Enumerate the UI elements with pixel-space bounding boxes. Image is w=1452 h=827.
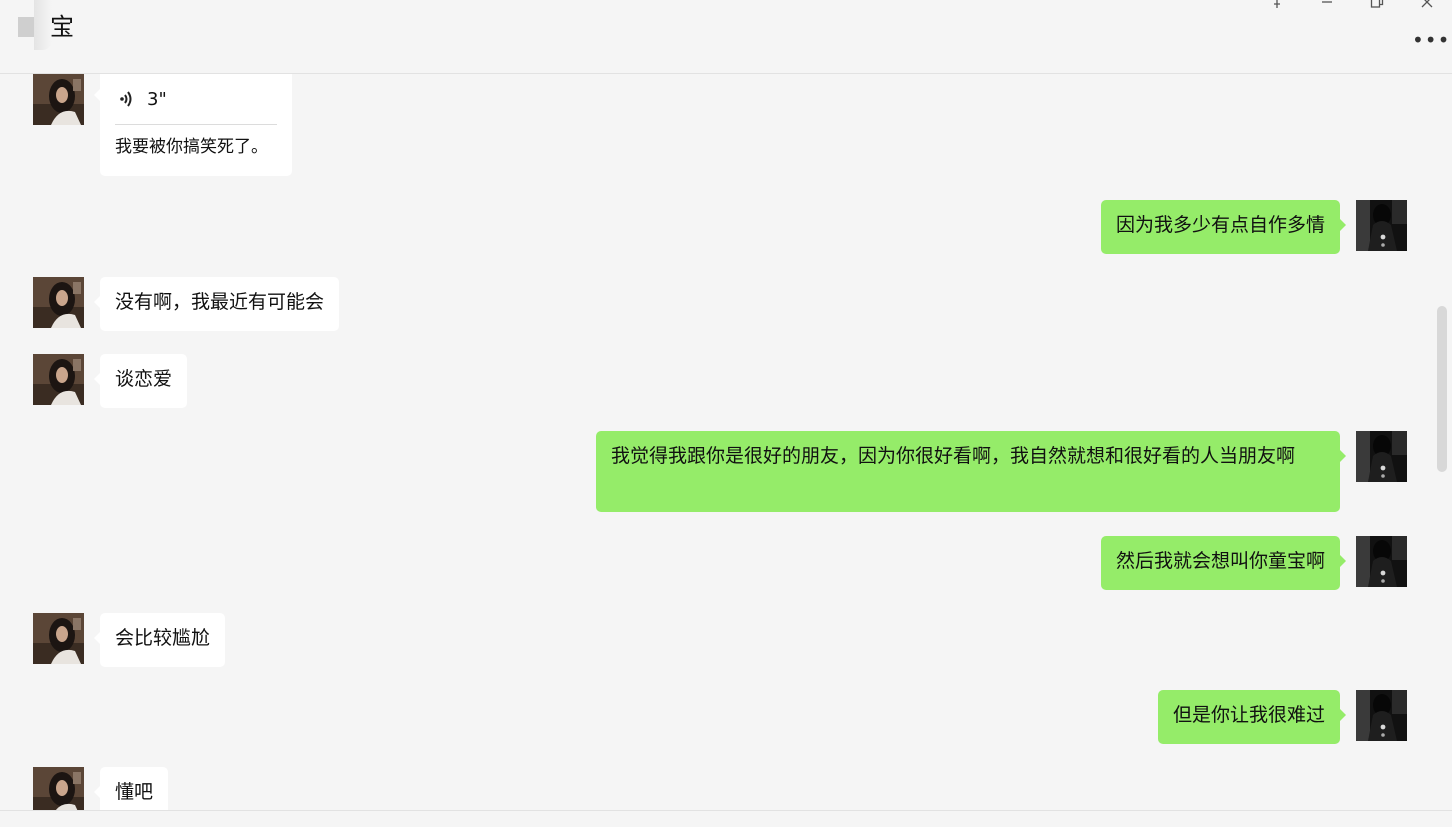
message-bubble-incoming[interactable]: 会比较尴尬: [93, 613, 226, 667]
message-text: 因为我多少有点自作多情: [1115, 214, 1325, 236]
pin-icon[interactable]: [1267, 0, 1287, 12]
voice-transcript: 我要被你搞笑死了。: [115, 137, 268, 157]
chat-scrollbar[interactable]: [1437, 306, 1447, 472]
message-text: 然后我就会想叫你童宝啊: [1115, 550, 1325, 572]
contact-avatar[interactable]: [33, 613, 84, 664]
message-text: 懂吧: [115, 781, 154, 803]
message-text: 谈恋爱: [115, 368, 173, 390]
message-bubble-incoming[interactable]: 谈恋爱: [93, 354, 188, 408]
my-avatar[interactable]: [1356, 200, 1407, 251]
voice-wave-icon: [120, 91, 132, 107]
chat-title: 宝: [50, 13, 74, 41]
contact-avatar[interactable]: [33, 277, 84, 328]
input-divider: [0, 810, 1452, 811]
message-bubble-incoming[interactable]: 懂吧: [93, 767, 169, 810]
chat-header: 宝 •••: [0, 0, 1452, 74]
my-avatar[interactable]: [1356, 431, 1407, 482]
message-bubble-outgoing[interactable]: 我觉得我跟你是很好的朋友，因为你很好看啊，我自然就想和很好看的人当朋友啊: [596, 431, 1346, 512]
message-bubble-incoming[interactable]: 没有啊，我最近有可能会: [93, 277, 340, 331]
message-list[interactable]: 3" 我要被你搞笑死了。 因为我多少有点自作多情 没有啊，我最近有可能会: [0, 74, 1452, 810]
contact-avatar[interactable]: [33, 767, 84, 810]
contact-avatar[interactable]: [33, 74, 84, 125]
message-text: 会比较尴尬: [115, 627, 211, 649]
message-text: 没有啊，我最近有可能会: [115, 291, 325, 313]
close-icon[interactable]: [1417, 0, 1437, 12]
message-bubble-outgoing[interactable]: 然后我就会想叫你童宝啊: [1100, 536, 1347, 590]
my-avatar[interactable]: [1356, 690, 1407, 741]
minimize-icon[interactable]: [1317, 0, 1337, 12]
message-bubble-outgoing[interactable]: 但是你让我很难过: [1157, 690, 1347, 744]
input-area[interactable]: [0, 811, 1452, 827]
message-bubble-voice[interactable]: 3" 我要被你搞笑死了。: [94, 74, 292, 176]
more-options-icon[interactable]: •••: [1412, 28, 1451, 52]
message-bubble-outgoing[interactable]: 因为我多少有点自作多情: [1100, 200, 1347, 254]
message-text: 但是你让我很难过: [1172, 704, 1325, 726]
contact-avatar[interactable]: [33, 354, 84, 405]
message-text: 我觉得我跟你是很好的朋友，因为你很好看啊，我自然就想和很好看的人当朋友啊: [611, 445, 1296, 467]
voice-duration: 3": [147, 88, 167, 110]
my-avatar[interactable]: [1356, 536, 1407, 587]
redacted-name-fade: [34, 0, 52, 50]
maximize-icon[interactable]: [1367, 0, 1387, 12]
voice-divider: [115, 124, 277, 125]
